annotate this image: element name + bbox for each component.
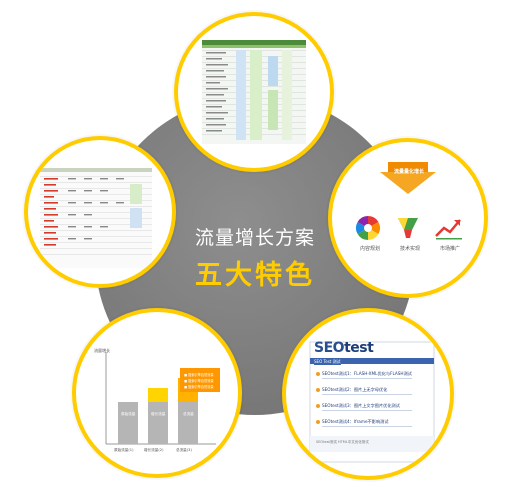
banner-title: 流量量化增长 [394,169,425,175]
seotest-page [309,341,435,463]
bar-label-3: 总流量(3) [176,448,192,452]
label-tech: 技术实现 [400,246,421,252]
bar-text-3: 总流量 [183,412,194,416]
disc-right: 流量量化增长 内容规划 技术实现 市场推广 [328,138,488,298]
disc-left [24,136,176,288]
strategy-diagram [355,162,462,240]
hub-title: 流量增长方案 [194,227,315,249]
content-wheel-icon [355,216,381,240]
bar-text-1: 原始流量 [121,412,136,416]
bar-original [118,402,138,444]
label-market: 市场推广 [440,246,461,252]
bar-label-2: 增长流量(2) [144,448,164,452]
spreadsheet-image-red [40,168,152,268]
bar-total-base [178,402,198,444]
bar-label-1: 原始流量(1) [114,448,134,452]
seotest-logo-accent: test [344,340,374,356]
seotest-logo-main: SEO [314,340,345,356]
label-content: 内容规划 [360,246,381,252]
bar-growth-add [148,388,168,402]
seotest-result-2[interactable]: SEOtest测试2：图片上无字母优化 [322,387,388,392]
y-axis-label: 流量增长 [94,348,110,353]
seotest-result-4[interactable]: SEOtest测试4：Iframe不影响测试 [322,419,389,424]
bar-growth-base [148,402,168,444]
disc-bottom-right: SEOtest SEO Test 测试 SEOtest测试1：FLASH-XML… [282,308,454,480]
bar-text-2: 增长流量 [151,412,166,416]
callout-3: ■ 搜索引擎自然流量 [184,385,214,389]
seotest-result-1[interactable]: SEOtest测试1：FLASH-XML优化与FLASH测试 [322,371,412,376]
seotest-result-3[interactable]: SEOtest测试3：图片上文字图片优化测试 [322,403,400,408]
tech-funnel-icon [398,218,418,238]
seotest-footer: SEOtest测试 HTML中文优化测试 [316,440,369,444]
seotest-header-bar: SEO Test 测试 [314,359,341,365]
disc-top [174,12,334,172]
disc-bottom-left: 流量增长 原始流量(1) 增长流量(2) 总流量(3) 原始流量 增长流量 总流… [72,308,242,478]
market-trend-icon [435,219,462,240]
callout-2: ■ 搜索引擎自然流量 [184,379,214,383]
spreadsheet-image [202,40,306,144]
growth-bar-chart [105,352,220,445]
seotest-logo: SEOtest [314,340,374,356]
hub-subtitle: 五大特色 [195,260,315,291]
callout-1: ■ 搜索引擎自然流量 [184,373,214,377]
